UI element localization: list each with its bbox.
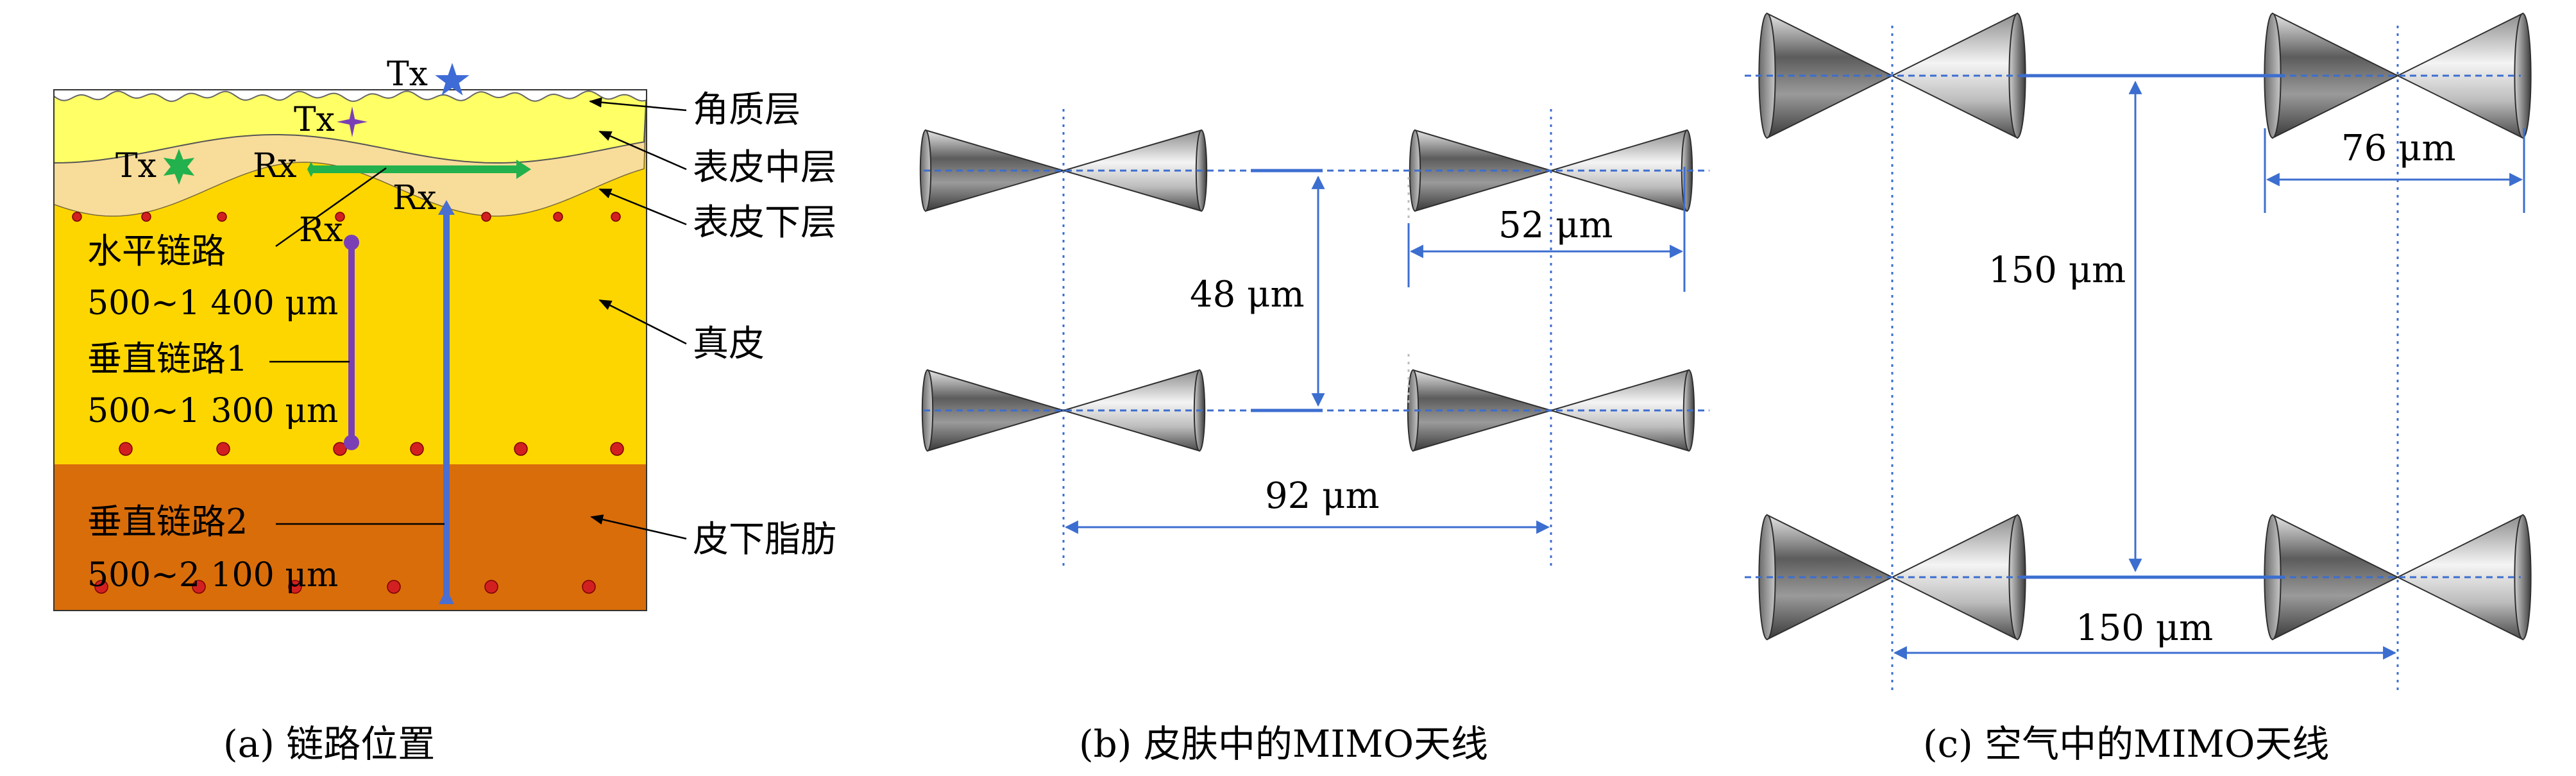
tx-star-top	[435, 63, 470, 96]
blood-vessel-dot	[94, 580, 108, 594]
vertical-link1-rx-dot	[344, 235, 359, 250]
pointer-horizontal-link	[275, 167, 387, 248]
pointer-fat	[590, 514, 687, 540]
label-vertical-link2-range: 500~2 100 μm	[87, 556, 338, 595]
blood-vessel-dot	[514, 442, 528, 456]
pointer-stratum	[589, 97, 687, 112]
label-vertical-link1: 垂直链路1	[87, 339, 248, 379]
label-vertical-link2: 垂直链路2	[87, 502, 248, 542]
label-subcutaneous-fat: 皮下脂肪	[693, 519, 836, 561]
blood-vessel-dot	[72, 212, 82, 222]
panel-a-link-positions: Tx Tx Tx Rx Rx Rx 水平链路 500~1 400 μm 垂直链路…	[53, 55, 836, 766]
tx-star-mid	[337, 106, 368, 137]
label-dermis: 真皮	[693, 323, 765, 365]
blood-vessel-dot	[410, 442, 424, 456]
blood-vessel-dot	[216, 442, 230, 456]
label-rx-horizontal: Rx	[253, 147, 296, 185]
c-label-horizontal: 150 μm	[2076, 607, 2213, 649]
blood-vessel-dot	[288, 580, 302, 594]
antennas-c	[1758, 12, 2532, 641]
antennas-b	[919, 129, 1695, 452]
label-epidermis-low: 表皮下层	[693, 202, 836, 244]
blood-vessel-dot	[610, 442, 624, 456]
c-label-vertical: 150 μm	[1988, 249, 2126, 291]
vertical-link2-rx-marker	[438, 200, 455, 215]
blood-vessel-dot	[582, 580, 596, 594]
pointer-dermis	[598, 299, 687, 345]
subcutaneous-fat-layer	[54, 464, 647, 611]
caption-panel-a: (a) 链路位置	[223, 722, 435, 766]
horizontal-link-rx-marker	[516, 160, 531, 179]
label-stratum-corneum: 角质层	[693, 89, 801, 131]
b-label-horizontal: 92 μm	[1265, 475, 1380, 517]
b-label-element: 52 μm	[1498, 205, 1613, 246]
label-tx-mid: Tx	[294, 101, 335, 139]
blood-vessel-dot	[192, 580, 206, 594]
panel-c-mimo-in-air: 150 μm 76 μm 150 μm (c) 空气中的MIMO天线	[1745, 12, 2532, 766]
blood-vessel-dot	[333, 442, 347, 456]
skin-surface	[54, 90, 647, 103]
vertical-link2-end-marker	[439, 589, 454, 604]
blood-vessel-dot	[387, 580, 401, 594]
c-label-element: 76 μm	[2341, 128, 2456, 169]
blood-vessel-dot	[484, 580, 498, 594]
panel-a-frame	[53, 89, 647, 611]
blood-vessel-dot	[335, 212, 345, 222]
label-tx-top: Tx	[387, 55, 428, 94]
panel-b-mimo-in-skin: 48 μm 52 μm 92 μm (b) 皮肤中的MIMO天线	[919, 109, 1709, 766]
blood-vessel-dot	[481, 212, 491, 222]
tx-star-left	[163, 149, 195, 185]
label-epidermis-mid: 表皮中层	[693, 147, 836, 189]
blood-vessel-dot	[611, 212, 621, 222]
blood-vessel-dots	[72, 212, 624, 594]
blood-vessel-dot	[217, 212, 227, 222]
blood-vessel-dot	[553, 212, 563, 222]
vertical-link1-tx-dot	[344, 435, 359, 450]
label-horizontal-link: 水平链路	[87, 231, 226, 271]
label-vertical-link1-range: 500~1 300 μm	[87, 392, 338, 430]
blood-vessel-dot	[141, 212, 151, 222]
caption-panel-c: (c) 空气中的MIMO天线	[1923, 722, 2329, 766]
blood-vessel-dot	[119, 442, 133, 456]
label-rx-vertical2: Rx	[393, 179, 436, 217]
caption-panel-b: (b) 皮肤中的MIMO天线	[1079, 722, 1488, 766]
pointer-epi-low	[598, 188, 687, 226]
pointer-epi-mid	[598, 130, 687, 171]
label-tx-left: Tx	[115, 147, 157, 185]
b-label-vertical: 48 μm	[1190, 274, 1305, 316]
label-horizontal-link-range: 500~1 400 μm	[87, 284, 338, 323]
horizontal-link-start	[307, 162, 315, 177]
label-rx-vertical1: Rx	[299, 211, 343, 249]
